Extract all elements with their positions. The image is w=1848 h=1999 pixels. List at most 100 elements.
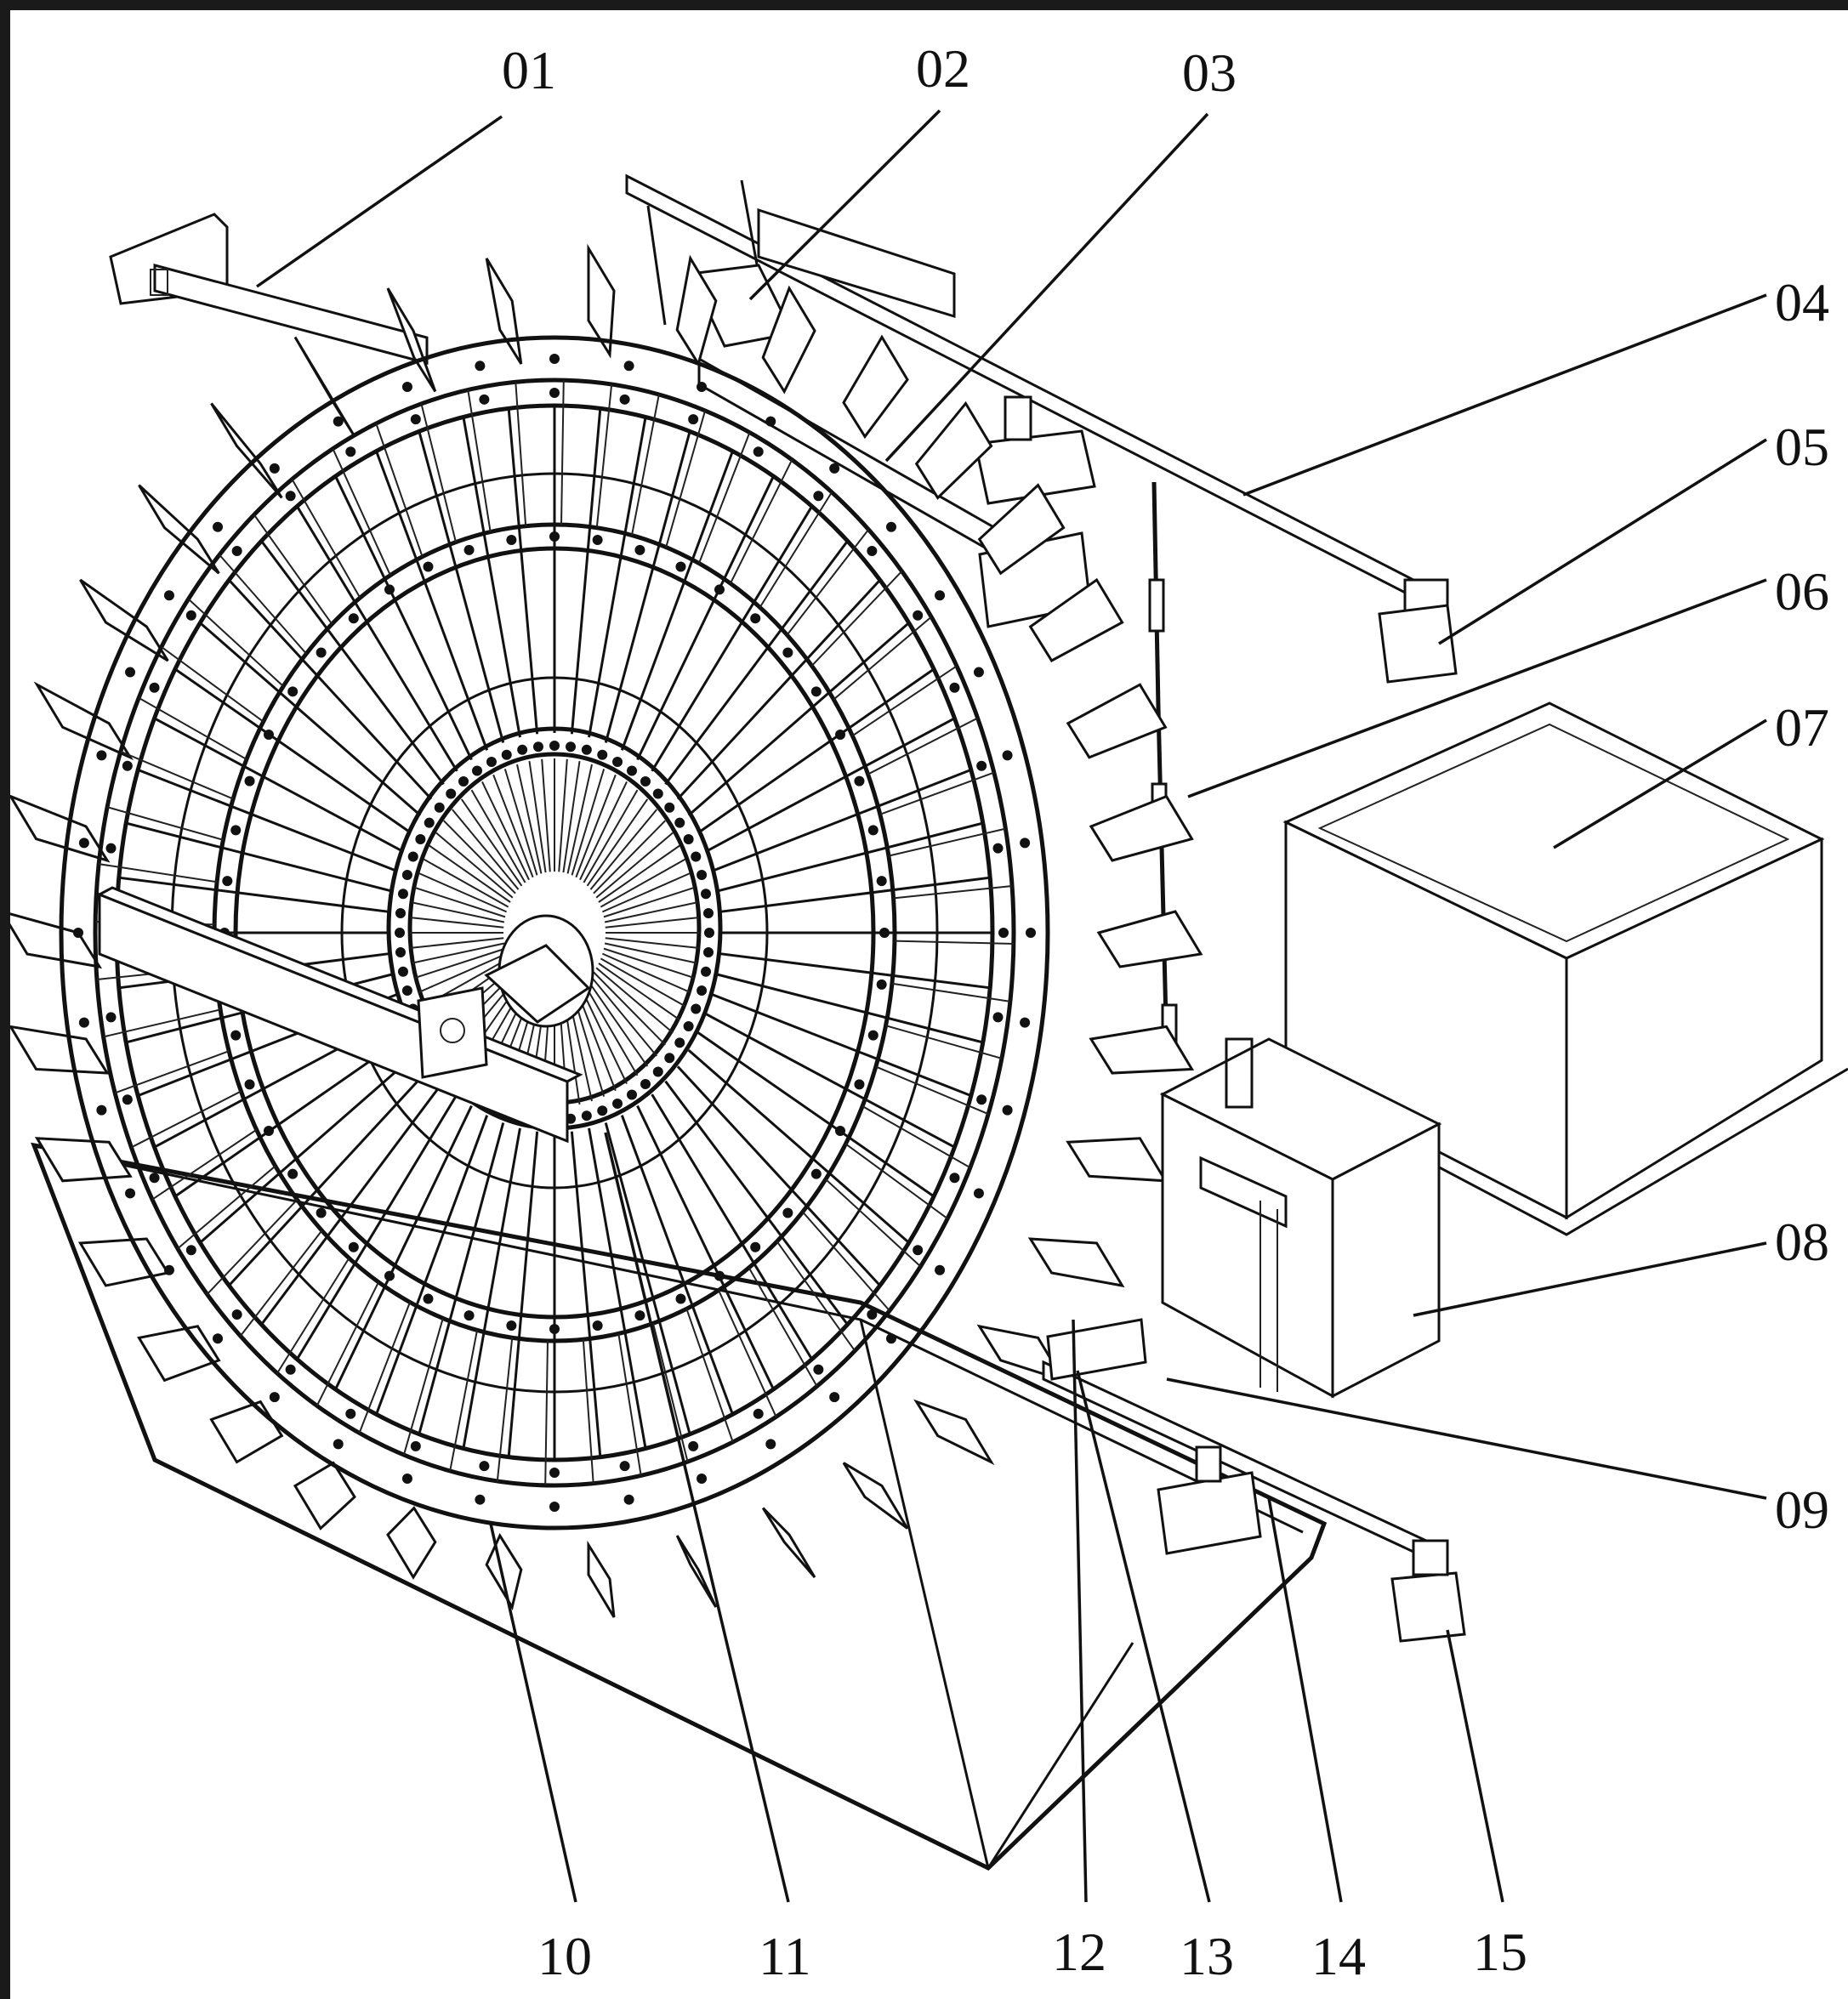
ring-bolt: [125, 667, 136, 678]
ring-bolt: [566, 741, 577, 752]
outer-slat: [260, 540, 445, 786]
ring-bolt: [879, 928, 890, 938]
ring-bolt: [423, 561, 434, 572]
ring-bolt: [867, 545, 878, 556]
ring-bolt: [714, 584, 725, 595]
outer-slat-edge: [161, 646, 264, 723]
ring-bolt: [664, 1053, 675, 1064]
ring-bolt: [501, 749, 512, 760]
outer-slat: [570, 408, 602, 735]
outer-slat-edge: [316, 1281, 380, 1406]
outer-slat-edge: [879, 771, 995, 815]
ring-bolt: [517, 744, 528, 755]
ring-bolt: [475, 1494, 486, 1505]
ring-bolt: [269, 1392, 280, 1403]
ring-bolt: [973, 667, 984, 678]
arm-02-link: [646, 179, 795, 368]
ring-bolt: [992, 1012, 1004, 1023]
ring-bolt: [401, 382, 412, 393]
inner-spoke: [418, 952, 508, 994]
outer-slat-edge: [833, 616, 932, 701]
outer-slat-edge: [103, 1008, 221, 1038]
inner-spoke: [589, 975, 657, 1057]
label-05: 05: [1775, 417, 1829, 477]
ring-bolt: [581, 744, 592, 755]
ring-bolt: [549, 531, 560, 542]
ring-bolt: [664, 802, 675, 813]
ring-bolt: [674, 1037, 685, 1048]
ring-bolt: [96, 1105, 107, 1116]
outer-slat-edge: [851, 665, 958, 737]
inner-spoke: [528, 760, 547, 873]
wheel-paddle: [34, 1137, 133, 1183]
ring-bolt: [105, 843, 117, 854]
outer-slat: [651, 505, 813, 772]
outer-slat: [651, 1093, 813, 1360]
ring-bolt: [876, 876, 887, 887]
ring-bolt: [410, 1440, 421, 1451]
ring-bolt: [401, 1473, 412, 1484]
outer-slat: [418, 430, 505, 743]
ring-bolt: [810, 1168, 822, 1179]
ring-bolt: [623, 361, 634, 372]
ring-bolt: [627, 1089, 637, 1100]
inner-spoke: [423, 858, 509, 908]
ring-bolt: [949, 682, 960, 693]
ring-bolt: [829, 1392, 840, 1403]
ring-bolt: [549, 354, 560, 364]
ring-bolt: [652, 1066, 663, 1077]
outer-slat-edge: [206, 1199, 299, 1295]
ring-bolt: [222, 876, 233, 887]
outer-slat: [296, 505, 458, 772]
outer-slat-edge: [718, 1289, 777, 1417]
wheel-paddle: [675, 1535, 718, 1608]
inner-spoke: [503, 769, 538, 876]
ring-bolt: [78, 838, 89, 849]
outer-slat-edge: [685, 1308, 734, 1443]
outer-slat-edge: [544, 1340, 549, 1485]
ring-bolt: [96, 750, 107, 761]
ring-bolt: [750, 1241, 761, 1252]
ring-bolt: [992, 843, 1004, 854]
outer-slat-edge: [219, 554, 307, 655]
wheel-paddle: [137, 1325, 221, 1383]
outer-slat-edge: [239, 1229, 323, 1337]
inner-spoke: [583, 789, 639, 883]
ring-bolt: [701, 889, 712, 900]
ring-bolt: [446, 788, 457, 799]
outer-slat-edge: [665, 410, 707, 548]
ring-bolt: [810, 686, 822, 697]
callout-labels: 01 02 03 04 05 06 07 08 09 10 11 12 13 1…: [502, 38, 1829, 1986]
inner-spoke: [595, 967, 674, 1034]
ring-bolt: [285, 491, 296, 502]
ring-bolt: [269, 463, 280, 474]
ring-bolt: [703, 946, 714, 957]
inner-spoke: [586, 979, 649, 1067]
ring-bolt: [854, 775, 865, 787]
ring-bolt: [410, 414, 421, 425]
ring-bolt: [998, 928, 1009, 938]
ring-bolt: [213, 521, 224, 532]
ring-bolt: [486, 757, 497, 768]
inner-spoke: [593, 971, 666, 1046]
ring-bolt: [697, 870, 708, 881]
outer-slat: [418, 1122, 505, 1435]
outer-slat: [604, 430, 691, 743]
wheel-paddle: [1089, 794, 1194, 862]
ring-bolt: [463, 1310, 475, 1321]
ring-bolt: [263, 730, 274, 740]
outer-slat-edge: [375, 423, 424, 558]
ring-bolt: [244, 775, 255, 787]
outer-slat-edge: [515, 382, 527, 526]
label-06: 06: [1775, 561, 1829, 622]
ring-bolt: [612, 1098, 623, 1109]
outer-slat: [676, 579, 881, 800]
wheel-paddle: [77, 1237, 170, 1287]
ring-bolt: [231, 1309, 242, 1320]
inner-spoke: [579, 985, 628, 1084]
ring-bolt: [1020, 1017, 1031, 1028]
left-top-arm: [109, 213, 429, 365]
wheel-paddle: [914, 400, 993, 500]
outer-slat: [375, 451, 489, 751]
ring-bolt: [401, 870, 412, 881]
